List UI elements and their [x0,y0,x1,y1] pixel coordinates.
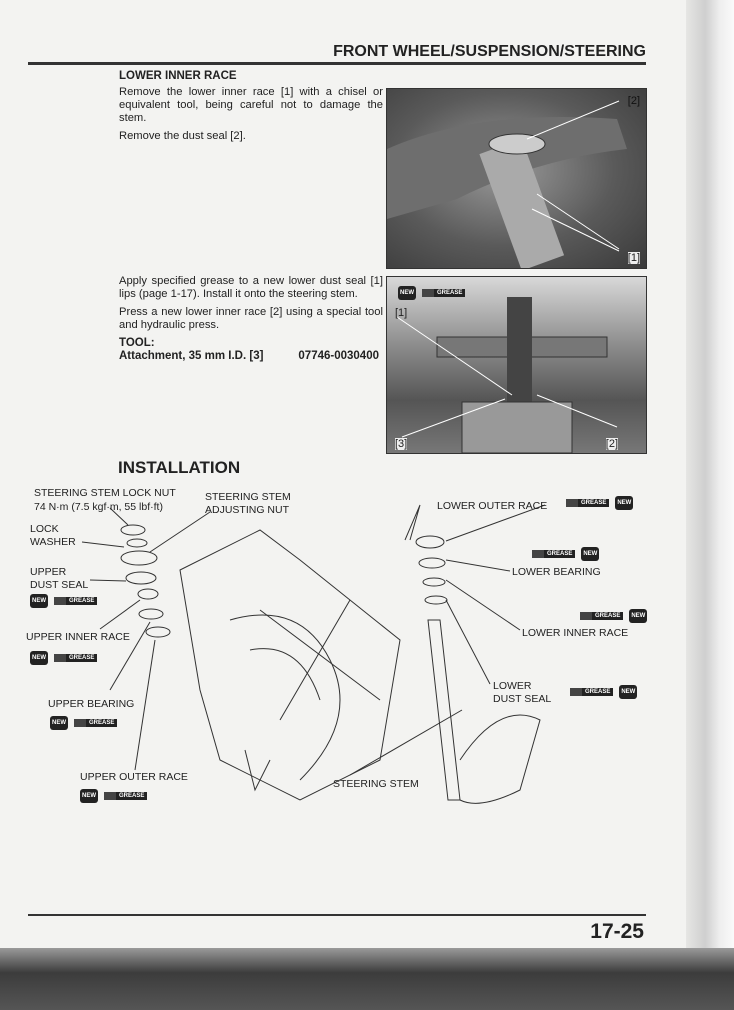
new-part-icon: NEW [619,685,638,699]
paragraph: Remove the lower inner race [1] with a c… [119,86,383,124]
label-lower-outer-race: LOWER OUTER RACE [437,500,548,512]
label-upper-bearing: UPPER BEARING [48,698,135,710]
grease-icon: GREASE [104,792,148,800]
new-part-icon: NEW [80,789,98,803]
lower-inner-race-heading: LOWER INNER RACE [119,70,237,82]
grease-new-icons: GREASE NEW [566,496,634,510]
header-rule [28,62,646,65]
tool-number: 07746-0030400 [298,350,379,362]
new-grease-icons: NEW GREASE [30,651,98,665]
footer-rule [28,914,646,916]
grease-new-icons: GREASE NEW [570,685,638,699]
photo-label: [1] [627,252,640,264]
label-lock-nut: STEERING STEM LOCK NUT [34,487,176,499]
tool-name: Attachment, 35 mm I.D. [3] [119,350,264,362]
grease-icon: GREASE [54,597,98,605]
grease-new-icons: GREASE NEW [580,609,648,623]
grease-icon: GREASE [74,719,118,727]
grease-icon: GREASE [570,688,614,696]
label-steering-stem: STEERING STEM [333,778,419,790]
new-part-icon: NEW [30,594,48,608]
new-grease-icons: NEW GREASE [398,286,466,300]
grease-icon: GREASE [54,654,98,662]
page-number: 17-25 [590,920,644,943]
installation-heading: INSTALLATION [118,458,241,477]
label-lower-bearing: LOWER BEARING [512,566,601,578]
label-upper-dust-seal: UPPER DUST SEAL [30,566,89,591]
install-step-section: Apply specified grease to a new lower du… [119,275,383,363]
label-lock-nut-torque: 74 N·m (7.5 kgf·m, 55 lbf·ft) [34,501,163,513]
photo-lower-inner-race-removal: [2] [1] [386,88,647,269]
label-lower-dust-seal: LOWER DUST SEAL [493,680,552,705]
new-part-icon: NEW [30,651,48,665]
photo-label: [1] [395,307,408,319]
new-grease-icons: NEW GREASE [30,594,98,608]
paragraph: Press a new lower inner race [2] using a… [119,306,383,331]
photo-label: [2] [627,95,640,107]
new-part-icon: NEW [581,547,600,561]
label-adjusting-nut: STEERING STEM ADJUSTING NUT [205,491,291,516]
grease-icon: GREASE [422,289,466,297]
binding-shadow [686,0,734,1010]
grease-new-icons: GREASE NEW [532,547,600,561]
tool-row: Attachment, 35 mm I.D. [3] 07746-0030400 [119,350,379,363]
grease-icon: GREASE [532,550,576,558]
new-part-icon: NEW [50,716,68,730]
grease-icon: GREASE [566,499,610,507]
label-lock-washer: LOCK WASHER [30,523,76,548]
new-part-icon: NEW [629,609,648,623]
label-upper-inner-race: UPPER INNER RACE [26,631,130,643]
photo-label: [3] [395,438,408,450]
photo-label: [2] [605,438,618,450]
paragraph: Apply specified grease to a new lower du… [119,275,383,300]
photo-press-inner-race: [1] [3] [2] [386,276,647,454]
new-grease-icons: NEW GREASE [50,716,118,730]
label-upper-outer-race: UPPER OUTER RACE [80,771,188,783]
new-part-icon: NEW [398,286,416,300]
paragraph: Remove the dust seal [2]. [119,130,246,142]
grease-icon: GREASE [580,612,624,620]
tool-label: TOOL: [119,337,155,349]
new-part-icon: NEW [615,496,634,510]
lower-inner-race-section: LOWER INNER RACE Remove the lower inner … [119,70,383,148]
new-grease-icons: NEW GREASE [80,789,148,803]
label-lower-inner-race: LOWER INNER RACE [522,627,629,639]
section-title: FRONT WHEEL/SUSPENSION/STEERING [333,43,646,60]
scan-edge [0,948,734,1010]
